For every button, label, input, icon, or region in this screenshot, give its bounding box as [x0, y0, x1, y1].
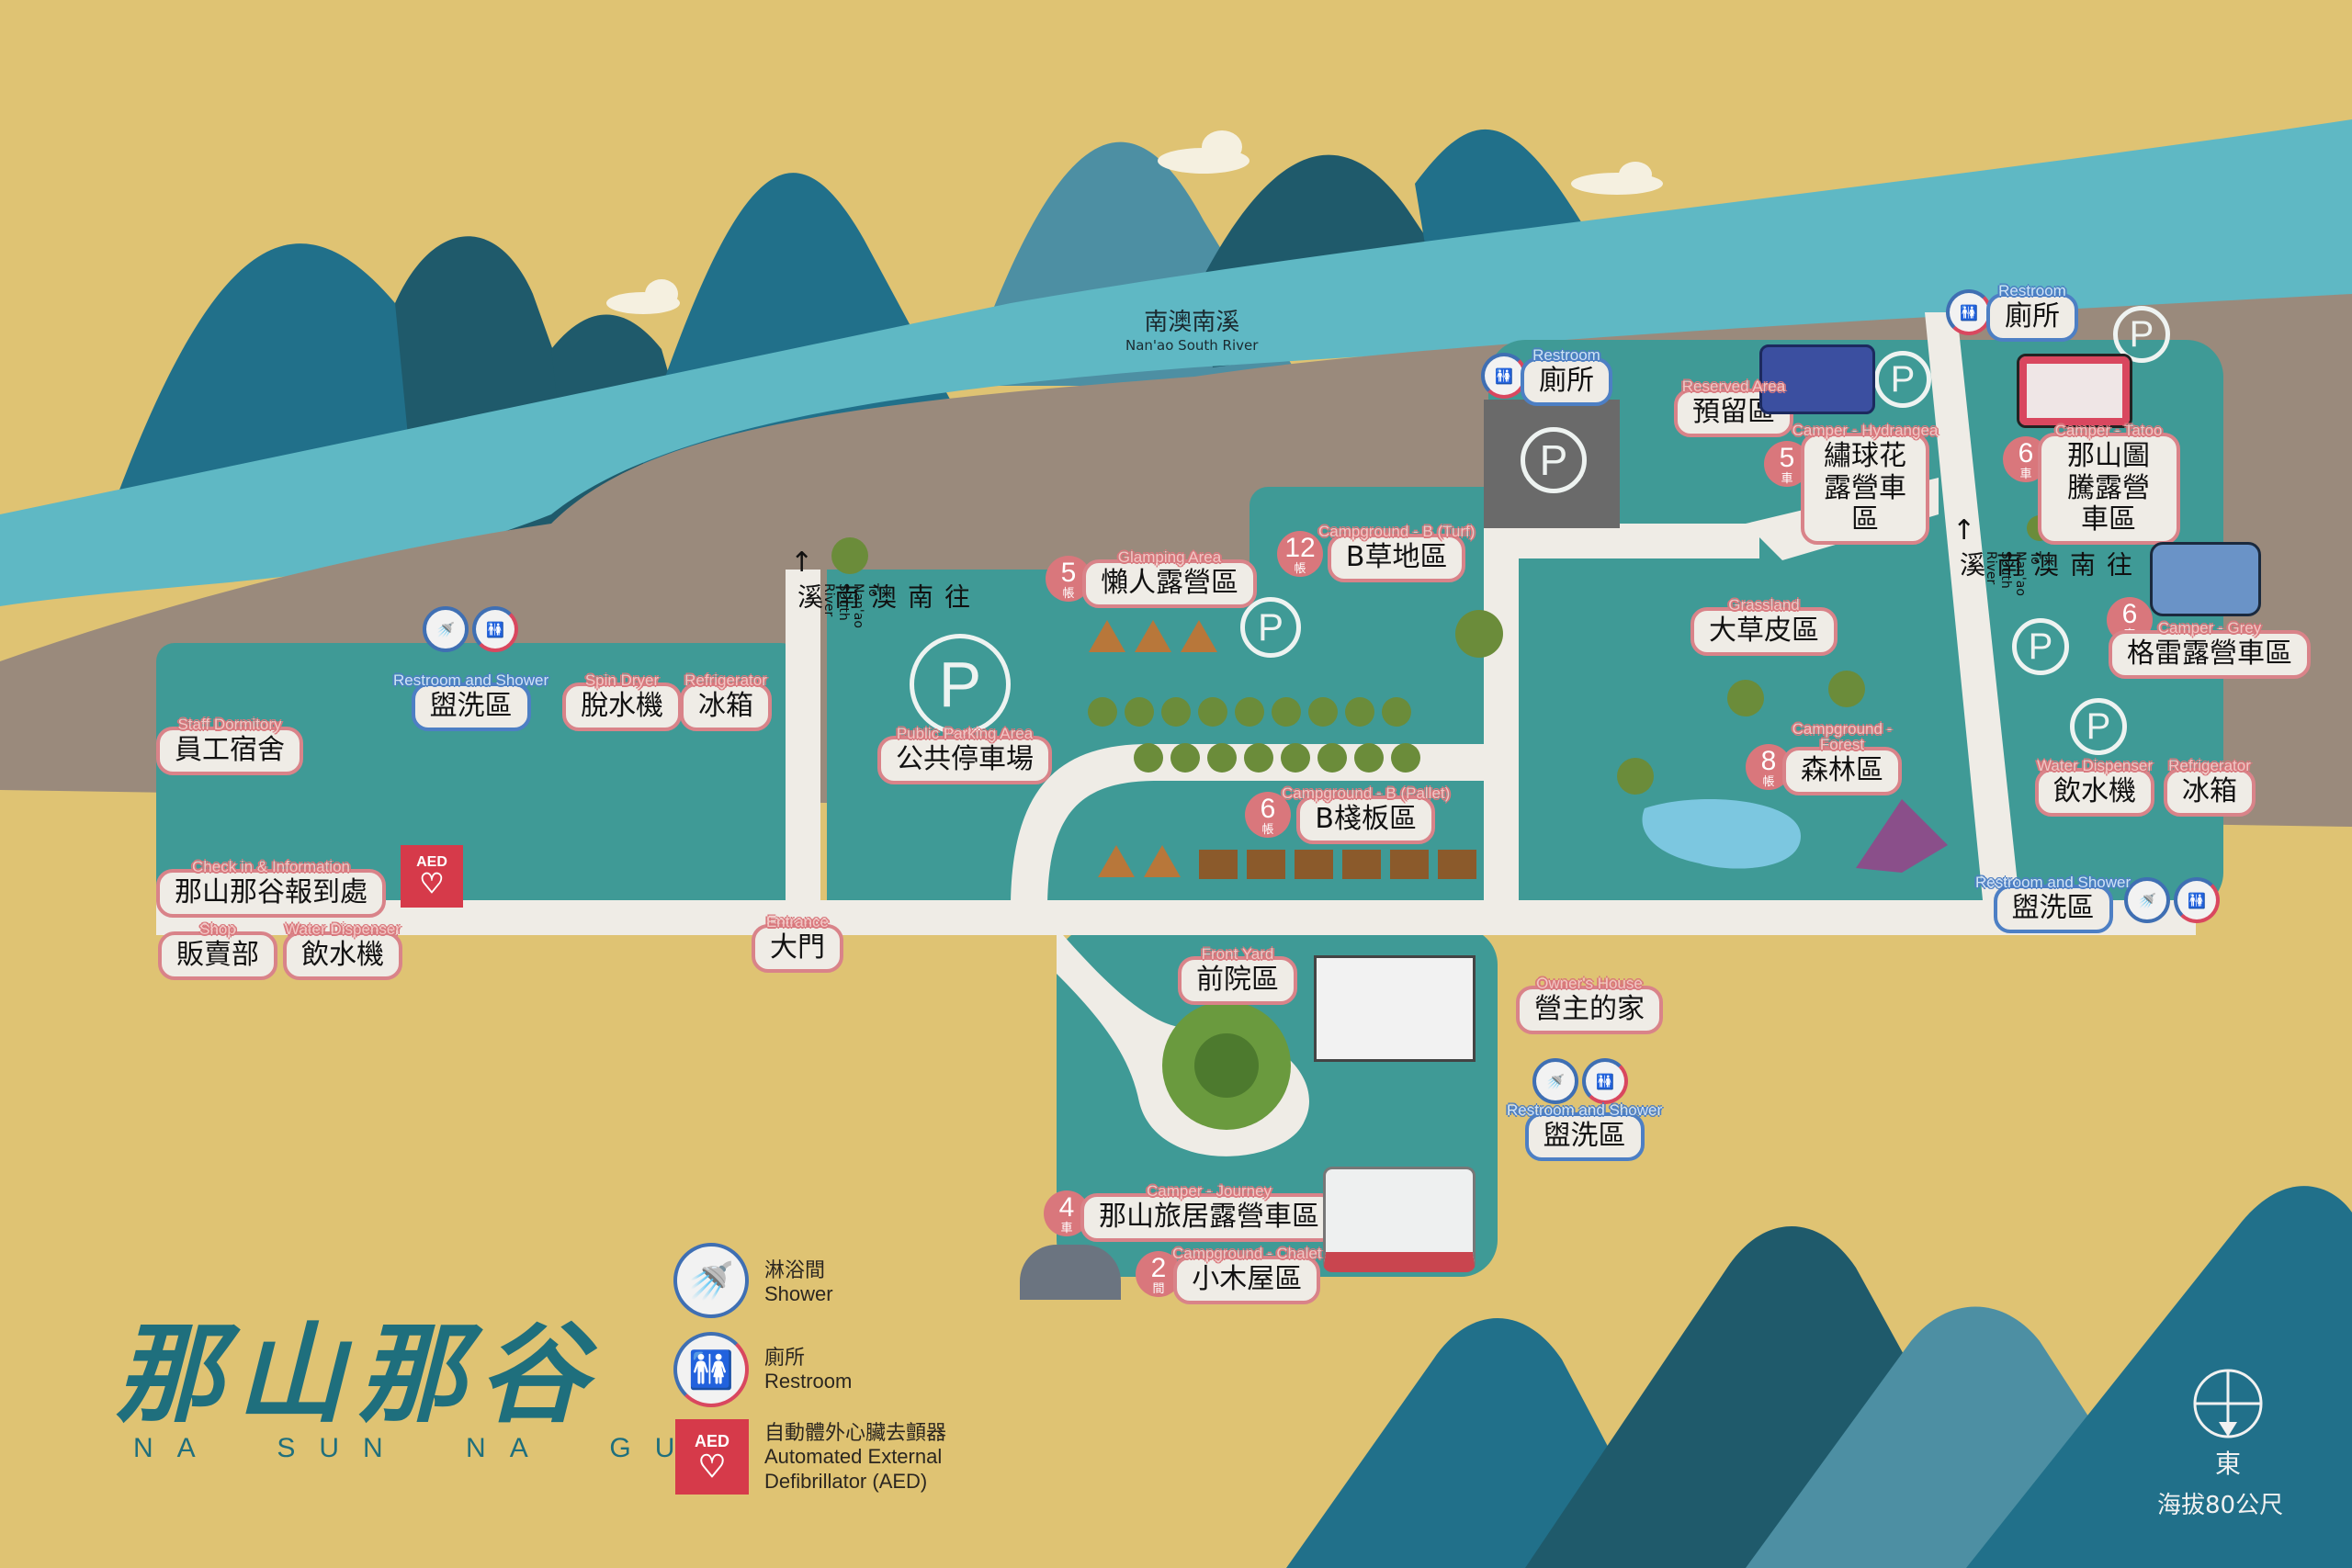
restroom-icon: 🚻: [1582, 1058, 1628, 1104]
parking-icon: P: [1240, 597, 1301, 658]
restroom-icon: 🚻: [2174, 877, 2220, 923]
label-water-dispenser-west[interactable]: Water Dispenser 飲水機: [283, 921, 402, 980]
restroom-icon: 🚻: [472, 606, 518, 652]
river-label: 南澳南溪 Nan'ao South River: [1125, 309, 1259, 354]
label-check-in[interactable]: Check in & Information 那山那谷報到處: [156, 859, 386, 918]
camper-tatoo-icon: [2017, 354, 2132, 428]
label-camper-hydrangea[interactable]: Camper - Hydrangea 繡球花露營車區: [1792, 423, 1938, 545]
camper-journey-icon: [1323, 1167, 1476, 1272]
label-restroom-northeast[interactable]: Restroom 廁所: [1986, 283, 2078, 342]
brand-subtitle: NA SUN NA GU: [133, 1433, 699, 1463]
parking-icon: P: [910, 634, 1011, 735]
label-water-dispenser-east[interactable]: Water Dispenser 飲水機: [2035, 758, 2154, 817]
road-sign-east: ↑ 往南澳南溪 To Nan'ao South River: [1952, 514, 2133, 596]
shower-icon: 🚿: [2124, 877, 2170, 923]
parking-icon: P: [1874, 351, 1931, 408]
label-spin-dryer[interactable]: Spin Dryer 脫水機: [562, 672, 682, 731]
parking-icon: P: [1521, 427, 1587, 493]
label-glamping[interactable]: Glamping Area 懶人露營區: [1082, 549, 1257, 608]
label-shop[interactable]: Shop 販賣部: [158, 921, 277, 980]
parking-icon: P: [2113, 306, 2170, 363]
label-camper-grey[interactable]: Camper - Grey 格雷露營車區: [2109, 620, 2311, 679]
label-campground-b-turf[interactable]: Campground - B (Turf) B草地區: [1318, 524, 1475, 582]
label-owners-house[interactable]: Owner's House 營主的家: [1516, 976, 1663, 1034]
label-public-parking[interactable]: Public Parking Area 公共停車場: [877, 726, 1052, 784]
label-restroom-shower-west[interactable]: Restroom and Shower 盥洗區: [393, 672, 548, 731]
altitude-label: 海拔80公尺: [2157, 1492, 2284, 1519]
chalet-icon: [1020, 1245, 1121, 1300]
label-restroom-north[interactable]: Restroom 廁所: [1521, 347, 1612, 406]
label-restroom-shower-east[interactable]: Restroom and Shower 盥洗區: [1975, 874, 2131, 933]
compass: 東: [2191, 1367, 2265, 1481]
label-camper-journey[interactable]: Camper - Journey 那山旅居露營車區: [1080, 1183, 1338, 1242]
label-restroom-shower-south[interactable]: Restroom and Shower 盥洗區: [1507, 1102, 1662, 1161]
label-campground-b-pallet[interactable]: Campground - B (Pallet) B棧板區: [1282, 785, 1450, 844]
label-front-yard[interactable]: Front Yard 前院區: [1178, 946, 1297, 1005]
restroom-icon: 🚻: [1946, 289, 1992, 335]
compass-east-icon: [2193, 1369, 2263, 1438]
pond: [1642, 799, 1801, 869]
road-sign-west: ↑ 往南澳南溪 To Nan'ao South River: [790, 547, 971, 628]
legend-item-aed: 自動體外心臟去顫器 Automated External Defibrillat…: [764, 1421, 947, 1493]
label-grassland[interactable]: Grassland 大草皮區: [1690, 597, 1838, 656]
arrow-up-icon: ↑: [1952, 514, 1976, 547]
river-shape: [0, 119, 2352, 606]
aed-icon: AED ♡: [401, 845, 463, 908]
owners-house-icon: [1314, 955, 1476, 1062]
arrow-up-icon: ↑: [790, 547, 814, 579]
label-refrigerator-west[interactable]: Refrigerator 冰箱: [680, 672, 772, 731]
label-staff-dormitory[interactable]: Staff Dormitory 員工宿舍: [156, 716, 303, 775]
parking-icon: P: [2012, 618, 2069, 675]
shower-icon: 🚿: [423, 606, 469, 652]
brand-title: 那山那谷: [115, 1310, 601, 1438]
label-entrance[interactable]: Entrance 大門: [752, 914, 843, 973]
tent-pyramid: [1856, 799, 1948, 873]
label-campground-forest[interactable]: Campground - Forest 森林區: [1782, 721, 1902, 795]
label-campground-chalet[interactable]: Campground - Chalet 小木屋區: [1172, 1246, 1322, 1304]
label-refrigerator-east[interactable]: Refrigerator 冰箱: [2164, 758, 2256, 817]
label-camper-tatoo[interactable]: Camper - Tatoo 那山圖騰露營車區: [2037, 423, 2180, 545]
shower-icon: 🚿: [673, 1243, 749, 1318]
camper-hydrangea-icon: [1759, 344, 1875, 414]
aed-icon: AED♡: [675, 1419, 749, 1495]
restroom-icon: 🚻: [673, 1332, 749, 1407]
camper-grey-icon: [2150, 542, 2261, 616]
shower-icon: 🚿: [1532, 1058, 1578, 1104]
parking-icon: P: [2070, 698, 2127, 755]
